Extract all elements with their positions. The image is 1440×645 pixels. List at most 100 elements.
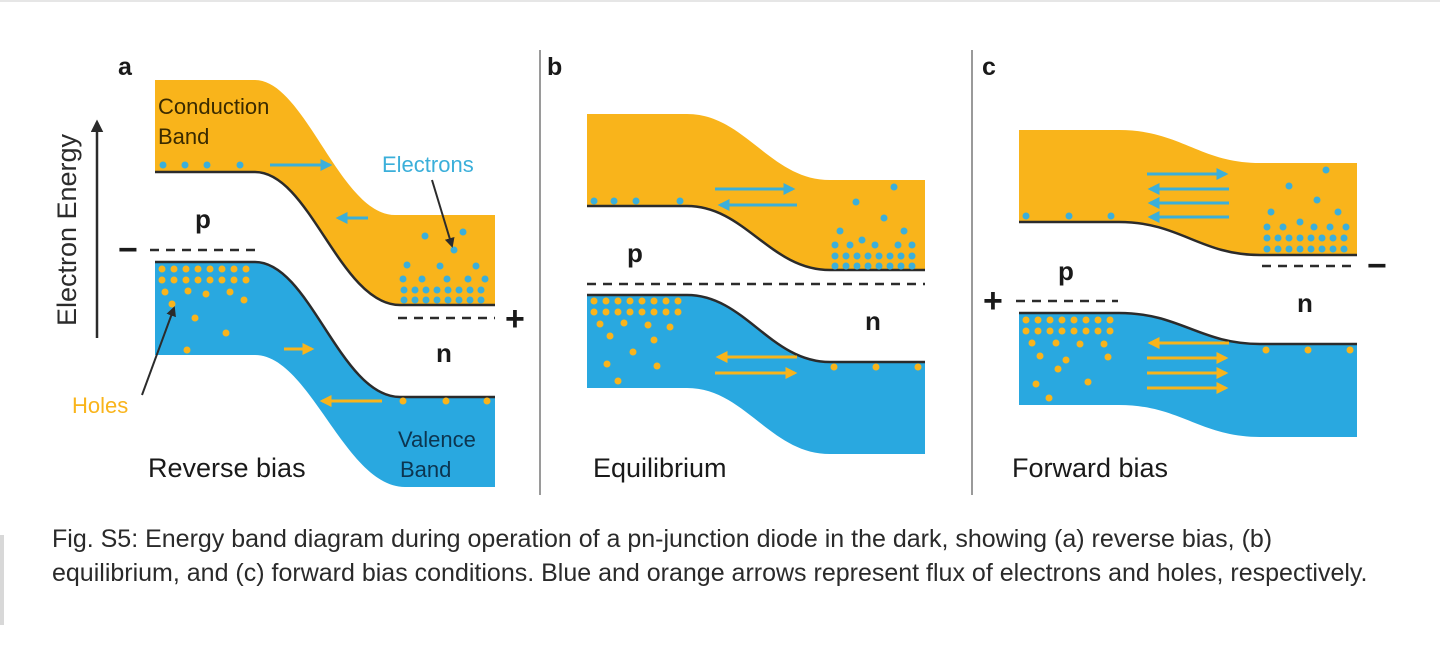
- hole: [590, 308, 598, 316]
- hole: [644, 321, 652, 329]
- panel-c-valence-band-edge: [1019, 311, 1357, 346]
- hole: [184, 287, 192, 295]
- electron: [908, 241, 916, 249]
- hole: [1106, 316, 1114, 324]
- electron: [1065, 212, 1073, 220]
- panel-a: a: [72, 53, 525, 487]
- panel-c-valence-band: [1019, 313, 1357, 437]
- panel-a-title: Reverse bias: [148, 453, 306, 483]
- electron: [403, 261, 411, 269]
- hole: [1032, 380, 1040, 388]
- panel-a-electrons-n: [399, 228, 489, 304]
- electron: [1340, 234, 1348, 242]
- panel-a-p-label: p: [195, 204, 211, 234]
- electron: [477, 296, 485, 304]
- electron: [1296, 218, 1304, 226]
- panel-a-electrons-pointer: [431, 179, 455, 248]
- hole: [1062, 356, 1070, 364]
- hole: [1028, 339, 1036, 347]
- hole: [1052, 339, 1060, 347]
- electron: [1307, 234, 1315, 242]
- hole: [662, 308, 670, 316]
- electron: [908, 262, 916, 270]
- electron: [1310, 223, 1318, 231]
- electron: [464, 275, 472, 283]
- hole: [191, 314, 199, 322]
- panel-a-electrons-p: [159, 161, 244, 169]
- hole: [674, 297, 682, 305]
- electron: [590, 197, 598, 205]
- electron: [897, 252, 905, 260]
- electron: [1274, 234, 1282, 242]
- hole: [1034, 327, 1042, 335]
- hole: [1045, 394, 1053, 402]
- electron: [610, 197, 618, 205]
- panel-b-electrons-n: [831, 183, 916, 270]
- electron: [886, 252, 894, 260]
- hole: [603, 360, 611, 368]
- electron: [875, 252, 883, 260]
- electron: [159, 161, 167, 169]
- panel-c-p-label: p: [1058, 256, 1074, 286]
- electron: [422, 286, 430, 294]
- hole: [170, 276, 178, 284]
- electron: [842, 252, 850, 260]
- panel-a-n-label: n: [436, 338, 452, 368]
- panel-b-letter: b: [547, 53, 562, 81]
- electron: [481, 275, 489, 283]
- hole: [614, 308, 622, 316]
- panel-a-conduction-label-2: Band: [158, 124, 209, 149]
- electron: [1263, 223, 1271, 231]
- hole: [1036, 352, 1044, 360]
- hole: [483, 397, 491, 405]
- panel-a-holes-p: [158, 265, 250, 354]
- panel-c-hole-flux-arrows: [1147, 337, 1229, 394]
- panel-a-valence-label-1: Valence: [398, 427, 476, 452]
- hole: [226, 288, 234, 296]
- hole: [1084, 378, 1092, 386]
- electron: [400, 296, 408, 304]
- hole: [230, 276, 238, 284]
- hole: [218, 265, 226, 273]
- hole: [602, 297, 610, 305]
- panel-b-holes-n: [830, 363, 922, 371]
- hole: [194, 265, 202, 273]
- panel-c-n-label: n: [1297, 288, 1313, 318]
- panel-a-plus-sign: +: [505, 300, 525, 338]
- electron: [422, 296, 430, 304]
- electron: [1313, 196, 1321, 204]
- hole: [1304, 346, 1312, 354]
- electron: [421, 232, 429, 240]
- electron: [1107, 212, 1115, 220]
- panel-b-valence-band-edge: [587, 293, 925, 364]
- panel-a-conduction-band: [155, 80, 495, 305]
- panel-c-letter: c: [982, 53, 996, 81]
- electron: [831, 241, 839, 249]
- hole: [218, 276, 226, 284]
- panel-b-n-label: n: [865, 306, 881, 336]
- hole: [1094, 316, 1102, 324]
- hole: [1100, 340, 1108, 348]
- hole: [230, 265, 238, 273]
- electron: [472, 262, 480, 270]
- electron: [411, 296, 419, 304]
- hole: [914, 363, 922, 371]
- hole: [614, 297, 622, 305]
- electron: [1263, 234, 1271, 242]
- panel-c-title: Forward bias: [1012, 453, 1168, 483]
- panel-a-conduction-band-edge: [155, 170, 495, 307]
- hole: [596, 320, 604, 328]
- hole: [1058, 327, 1066, 335]
- hole: [183, 346, 191, 354]
- electron: [411, 286, 419, 294]
- hole: [1046, 327, 1054, 335]
- electron: [1296, 234, 1304, 242]
- hole: [158, 276, 166, 284]
- energy-axis-label: Electron Energy: [52, 133, 82, 326]
- electron: [864, 262, 872, 270]
- hole: [168, 300, 176, 308]
- electron: [875, 262, 883, 270]
- electron: [1307, 245, 1315, 253]
- hole: [872, 363, 880, 371]
- energy-axis: Electron Energy: [52, 119, 104, 338]
